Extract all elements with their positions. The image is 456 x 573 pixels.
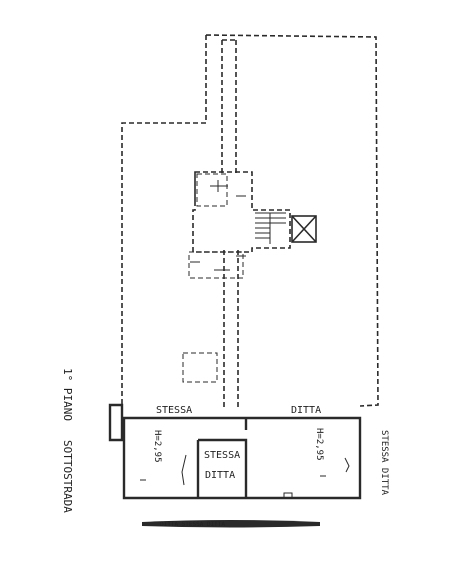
label-stessa-center: STESSA [204, 450, 240, 461]
footer-strip: DITTA STESSA DITTA [142, 520, 320, 528]
interior-marks [140, 454, 350, 499]
label-stessa-left: STESSA [156, 405, 192, 416]
label-ditta-center: DITTA [205, 470, 235, 481]
corridor-walls [221, 39, 239, 410]
side-room [182, 352, 218, 383]
lot-boundary [121, 34, 379, 410]
elevator-box [291, 215, 317, 243]
door-marks [190, 180, 246, 271]
stair-block [192, 171, 291, 253]
stair-steps [255, 212, 286, 244]
floor-label: 1° PIANO [61, 368, 74, 421]
small-room-left [188, 251, 244, 279]
label-height-left: H=2,95 [152, 430, 162, 463]
label-stessa-ditta-right: STESSA DITTA [379, 430, 389, 496]
small-room-upper [196, 173, 228, 207]
footer-strip-text: DITTA STESSA DITTA [160, 521, 225, 528]
basement-rooms [108, 403, 362, 500]
label-ditta-top: DITTA [291, 405, 321, 416]
label-height-right: H=2,95 [314, 428, 324, 461]
floor-label-2: SOTTOSTRADA [61, 440, 74, 513]
